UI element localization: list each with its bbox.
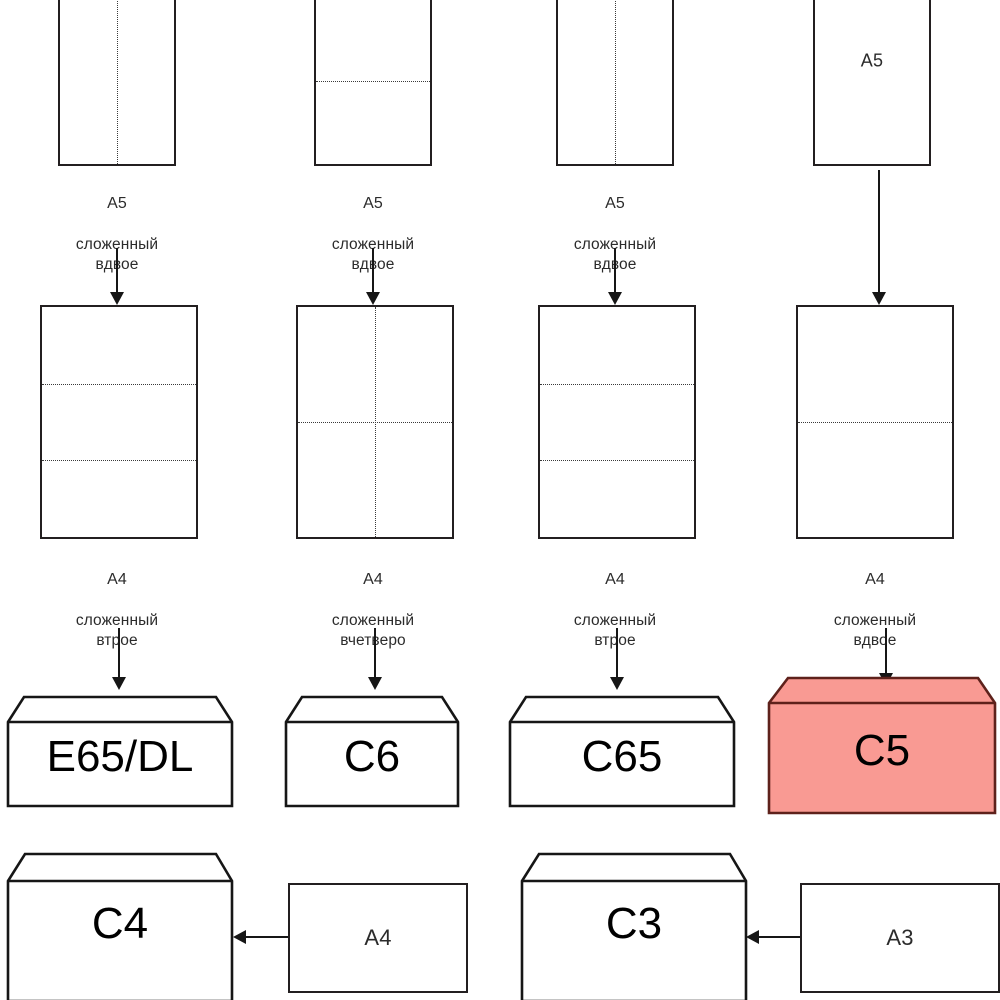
envelope-label: C65 <box>581 732 663 781</box>
envelope-c5[interactable]: C5 <box>766 674 998 816</box>
fold-line-vertical <box>375 307 376 537</box>
envelope-shape <box>508 695 736 808</box>
caption-fold: сложенный вчетверо <box>331 612 415 650</box>
fold-line-horizontal <box>298 422 452 423</box>
sheet-a4-col3 <box>538 305 696 539</box>
sheet-a5-col3 <box>556 0 674 166</box>
arrow-col3-a4-to-env <box>610 628 624 690</box>
caption-size: A5 <box>107 195 127 213</box>
sheet-label: A5 <box>860 50 884 71</box>
caption-size: A4 <box>865 571 885 589</box>
envelope-shape <box>6 695 234 808</box>
envelope-label: C3 <box>605 899 663 948</box>
fold-line-horizontal <box>798 422 952 423</box>
caption-col3-mid: A4 сложенный втрое <box>535 549 695 672</box>
envelope-c4[interactable]: C4 <box>6 851 234 1000</box>
sheet-a5-col1 <box>58 0 176 166</box>
envelope-shape <box>520 852 748 1000</box>
sheet-label: A3 <box>886 925 914 950</box>
envelope-label: C4 <box>91 899 149 948</box>
caption-size: A4 <box>107 571 127 589</box>
envelope-e65-dl[interactable]: E65/DL <box>6 694 234 808</box>
caption-col4-mid: A4 сложенный вдвое <box>795 549 955 672</box>
arrow-col1-a4-to-env <box>112 628 126 690</box>
caption-size: A5 <box>605 195 625 213</box>
envelope-c6[interactable]: C6 <box>284 694 460 808</box>
envelope-label: C5 <box>853 726 911 775</box>
caption-col1-mid: A4 сложенный втрое <box>37 549 197 672</box>
fold-line-vertical <box>615 0 616 164</box>
envelope-c3[interactable]: C3 <box>520 851 748 1000</box>
caption-fold: сложенный втрое <box>75 612 159 650</box>
fold-line-horizontal <box>316 81 430 82</box>
arrow-a3-to-c3 <box>746 930 803 944</box>
envelope-shape <box>6 852 234 1000</box>
fold-line-vertical <box>117 0 118 164</box>
envelope-label: E65/DL <box>46 732 194 781</box>
arrow-a4-to-c4 <box>233 930 290 944</box>
arrow-col2-a4-to-env <box>368 628 382 690</box>
sheet-a4-landscape: A4 <box>288 883 468 993</box>
arrow-col4-a5-to-a4 <box>872 170 886 305</box>
sheet-a5-col2 <box>314 0 432 166</box>
arrow-col1-a5-to-a4 <box>110 248 124 305</box>
caption-fold: сложенный вдвое <box>331 236 415 274</box>
caption-size: A4 <box>363 571 383 589</box>
caption-col2-mid: A4 сложенный вчетверо <box>293 549 453 672</box>
fold-line-horizontal-2 <box>42 460 196 462</box>
fold-line-horizontal-1 <box>42 383 196 385</box>
caption-fold: сложенный втрое <box>573 612 657 650</box>
envelope-label: C6 <box>343 732 401 781</box>
envelope-shape <box>767 676 997 815</box>
envelope-shape <box>284 695 460 808</box>
caption-size: A4 <box>605 571 625 589</box>
sheet-a4-col4 <box>796 305 954 539</box>
sheet-a4-col2 <box>296 305 454 539</box>
sheet-a3-landscape: A3 <box>800 883 1000 993</box>
arrow-col2-a5-to-a4 <box>366 248 380 305</box>
sheet-label: A4 <box>364 925 392 950</box>
arrow-col3-a5-to-a4 <box>608 248 622 305</box>
sheet-a4-col1 <box>40 305 198 539</box>
caption-col2-top: A5 сложенный вдвое <box>293 173 453 296</box>
fold-line-horizontal-1 <box>540 383 694 385</box>
caption-size: A5 <box>363 195 383 213</box>
caption-fold: сложенный вдвое <box>833 612 917 650</box>
sheet-a5-col4: A5 <box>813 0 931 166</box>
envelope-c65[interactable]: C65 <box>508 694 736 808</box>
fold-line-horizontal-2 <box>540 460 694 462</box>
